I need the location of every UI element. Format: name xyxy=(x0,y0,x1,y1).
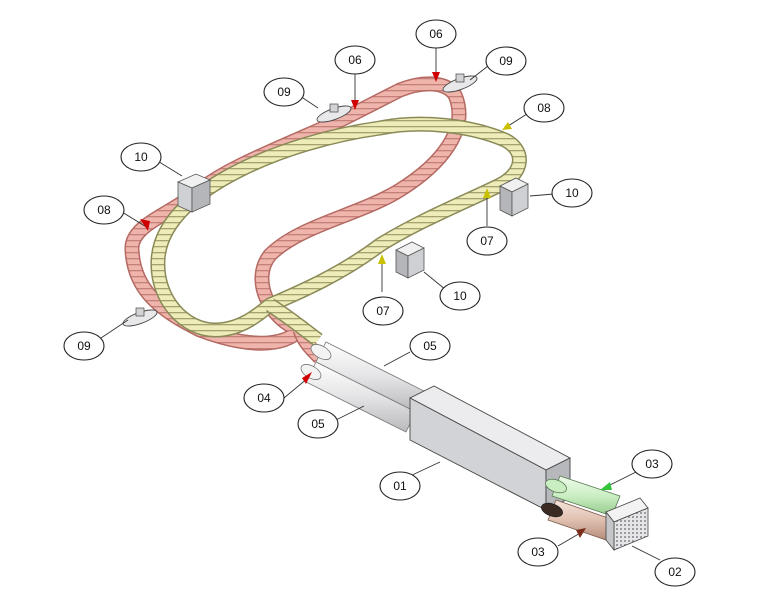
callout-10-left: 10 xyxy=(120,142,162,172)
callout-arrows xyxy=(121,48,637,547)
callout-08-left: 08 xyxy=(83,195,125,225)
svg-text:09: 09 xyxy=(277,85,291,99)
svg-text:10: 10 xyxy=(565,186,579,200)
svg-text:09: 09 xyxy=(77,339,91,353)
terminal-box-right xyxy=(499,177,529,217)
callout-03-green: 03 xyxy=(631,449,673,479)
callout-05-upper: 05 xyxy=(409,331,451,361)
green-arrow-03a xyxy=(600,482,612,490)
yellow-duct xyxy=(150,116,527,346)
callout-09-left: 09 xyxy=(63,331,105,361)
svg-text:05: 05 xyxy=(311,417,325,431)
green-cylinder xyxy=(545,475,621,517)
svg-text:03: 03 xyxy=(531,545,545,559)
callout-07-right: 07 xyxy=(466,226,508,256)
svg-text:08: 08 xyxy=(537,101,551,115)
yellow-arrow-07b xyxy=(378,254,386,264)
svg-text:08: 08 xyxy=(97,203,111,217)
main-unit-box xyxy=(409,385,571,511)
callout-09-top-left: 09 xyxy=(263,77,305,107)
terminal-box-middle xyxy=(395,241,425,279)
brown-cylinder xyxy=(541,499,615,541)
svg-text:07: 07 xyxy=(480,234,494,248)
grille-panel xyxy=(605,497,649,552)
callout-06-left: 06 xyxy=(334,45,376,75)
callout-09-top-right: 09 xyxy=(485,46,527,76)
red-arrow-06a xyxy=(351,100,359,110)
svg-text:03: 03 xyxy=(645,457,659,471)
diffuser-disc-top-left xyxy=(316,103,352,123)
callout-07-middle: 07 xyxy=(362,296,404,326)
callout-08-right: 08 xyxy=(523,93,565,123)
callout-02: 02 xyxy=(654,557,696,587)
svg-text:06: 06 xyxy=(429,27,443,41)
brown-arrow-03b xyxy=(576,528,586,538)
red-arrow-04 xyxy=(302,372,312,384)
yellow-arrow-07a xyxy=(483,188,491,198)
diffuser-disc-left xyxy=(122,307,158,327)
svg-text:05: 05 xyxy=(423,339,437,353)
callout-05-lower: 05 xyxy=(297,409,339,439)
callout-03-brown: 03 xyxy=(517,537,559,567)
svg-text:10: 10 xyxy=(134,150,148,164)
svg-text:04: 04 xyxy=(257,391,271,405)
grey-cylinder-lower xyxy=(300,361,417,433)
leader-lines xyxy=(97,65,661,561)
grey-cylinder-upper xyxy=(310,341,427,413)
svg-text:07: 07 xyxy=(376,304,390,318)
svg-text:09: 09 xyxy=(499,54,513,68)
diffuser-disc-top-right xyxy=(442,73,478,93)
callout-04: 04 xyxy=(243,383,285,413)
yellow-arrow-08b xyxy=(502,122,512,130)
red-arrow-06b xyxy=(432,72,440,82)
callout-01: 01 xyxy=(379,471,421,501)
callout-06-right: 06 xyxy=(415,19,457,49)
svg-text:10: 10 xyxy=(453,289,467,303)
terminal-box-left xyxy=(177,173,211,213)
svg-text:06: 06 xyxy=(348,53,362,67)
red-arrow-08a xyxy=(140,219,150,231)
svg-text:02: 02 xyxy=(668,565,682,579)
svg-text:01: 01 xyxy=(393,479,407,493)
callout-10-middle: 10 xyxy=(439,281,481,311)
callout-10-right: 10 xyxy=(551,178,593,208)
